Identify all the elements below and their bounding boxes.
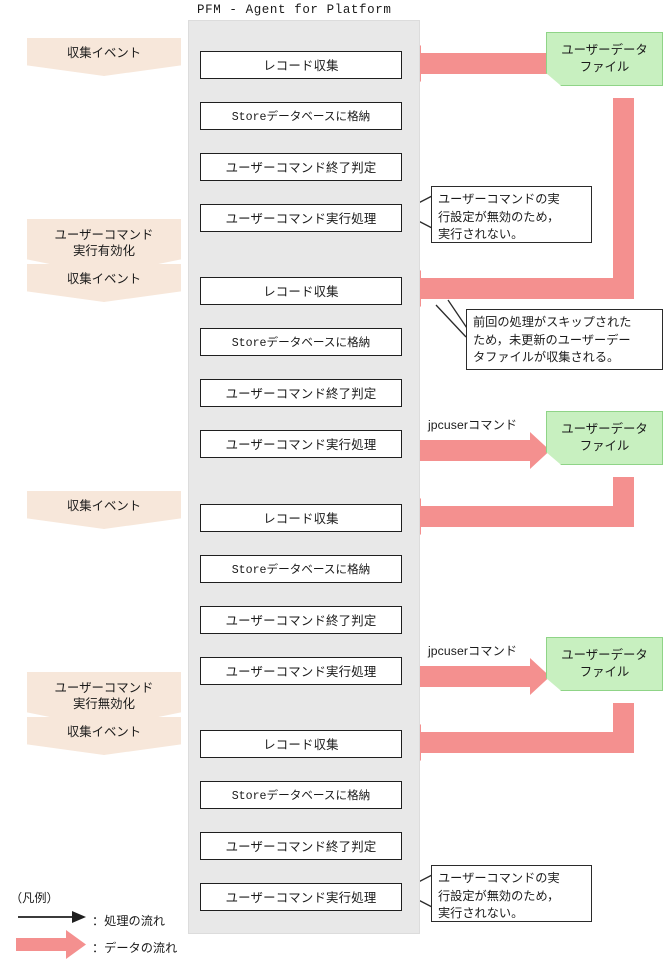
step-box-store-db-2[interactable]: Storeデータベースに格納 [200,328,402,356]
user-data-file-box-2[interactable]: ユーザーデータ ファイル [546,411,663,465]
jpcuser-command-label-1: jpcuserコマンド [428,418,518,432]
data-arrow-file3-to-collect4 [401,703,634,761]
callout-previous-skipped: 前回の処理がスキップされた ため，未更新のユーザーデー タファイルが収集される。 [466,309,663,370]
banner-line: ユーザーコマンド [54,227,154,242]
callout-usercmd-disabled-bottom: ユーザーコマンドの実 行設定が無効のため， 実行されない。 [431,865,592,922]
step-box-record-collect-2[interactable]: レコード収集 [200,277,402,305]
user-data-file-box-3[interactable]: ユーザーデータ ファイル [546,637,663,691]
step-box-store-db-4[interactable]: Storeデータベースに格納 [200,781,402,809]
file-box-line: ユーザーデータ [561,422,648,436]
legend-title: （凡例） [10,891,59,905]
file-box-line: ユーザーデータ [561,43,648,57]
user-data-file-box-1[interactable]: ユーザーデータ ファイル [546,32,663,86]
banner-line: 収集イベント [66,46,142,60]
legend-label-process-flow: ：処理の流れ [92,914,166,928]
file-box-line: ファイル [579,439,630,453]
data-arrow-file1-to-collect2 [401,98,634,307]
data-arrow-file2-to-collect3 [401,477,634,535]
legend-glyph-process [18,911,86,923]
step-box-record-collect-1[interactable]: レコード収集 [200,51,402,79]
banner-line: ユーザーコマンド [54,680,154,695]
file-box-line: ファイル [579,60,630,74]
step-box-record-collect-3[interactable]: レコード収集 [200,504,402,532]
jpcuser-command-label-2: jpcuserコマンド [428,644,518,658]
step-box-usercmd-end-3[interactable]: ユーザーコマンド終了判定 [200,606,402,634]
data-flow-arrows [401,45,634,761]
step-box-usercmd-exec-1[interactable]: ユーザーコマンド実行処理 [200,204,402,232]
step-box-usercmd-exec-2[interactable]: ユーザーコマンド実行処理 [200,430,402,458]
banner-line: 実行無効化 [73,696,135,711]
legend-label-data-flow: ：データの流れ [92,941,178,955]
data-arrow-exec2-to-file2 [401,432,550,469]
data-arrow-file1-to-collect1 [401,45,553,82]
data-arrow-exec3-to-file3 [401,658,550,695]
step-box-store-db-3[interactable]: Storeデータベースに格納 [200,555,402,583]
step-box-record-collect-4[interactable]: レコード収集 [200,730,402,758]
file-box-line: ユーザーデータ [561,648,648,662]
step-box-usercmd-exec-4[interactable]: ユーザーコマンド実行処理 [200,883,402,911]
step-box-store-db-1[interactable]: Storeデータベースに格納 [200,102,402,130]
banner-line: 収集イベント [66,272,142,286]
banner-line: 収集イベント [66,725,142,739]
step-box-usercmd-exec-3[interactable]: ユーザーコマンド実行処理 [200,657,402,685]
banner-line: 実行有効化 [73,243,135,258]
file-box-line: ファイル [579,665,630,679]
banner-line: 収集イベント [66,499,142,513]
page-title: PFM - Agent for Platform [197,3,392,17]
step-box-usercmd-end-4[interactable]: ユーザーコマンド終了判定 [200,832,402,860]
callout-usercmd-disabled-top: ユーザーコマンドの実 行設定が無効のため， 実行されない。 [431,186,592,243]
step-box-usercmd-end-1[interactable]: ユーザーコマンド終了判定 [200,153,402,181]
step-box-usercmd-end-2[interactable]: ユーザーコマンド終了判定 [200,379,402,407]
legend-glyph-data [16,930,86,959]
